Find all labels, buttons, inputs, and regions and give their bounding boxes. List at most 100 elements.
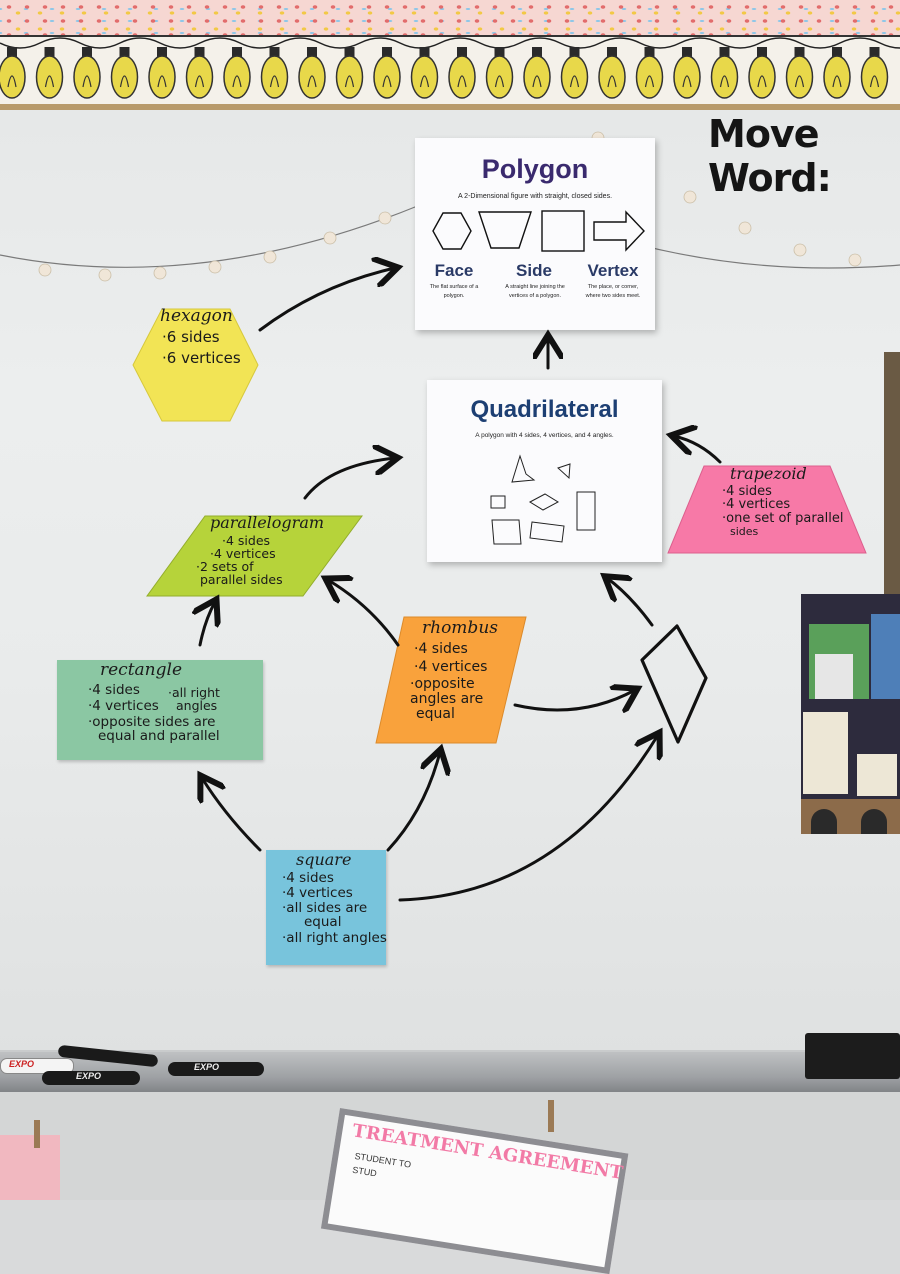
quadrilateral-title: Quadrilateral (470, 396, 619, 423)
move-word-heading: Move Word: (708, 112, 832, 200)
rhombus-title: rhombus (422, 618, 498, 638)
rectangle-line: ·4 sides (88, 681, 140, 698)
marker[interactable]: EXPO (0, 1058, 74, 1074)
rhombus-line: angles are (410, 690, 484, 707)
hand-drawn-arrows (0, 0, 722, 902)
arrow-trapezoid-to-quad (674, 436, 722, 464)
light-bulb-icon (298, 47, 326, 99)
rhombus-line: ·4 sides (414, 640, 468, 657)
light-bulb-icon (35, 47, 64, 99)
eraser[interactable] (805, 1033, 900, 1079)
light-bulb-icons (0, 37, 900, 99)
square-line: ·4 vertices (282, 884, 353, 901)
light-bulb-icon (373, 47, 401, 99)
term-vertex-word: Vertex (587, 261, 639, 280)
marker[interactable]: EXPO (42, 1071, 140, 1085)
light-bulb-icon (335, 47, 364, 99)
pom-pom-garland (0, 131, 900, 282)
light-bulb-icon (73, 47, 101, 99)
arrow-kite-to-quad (607, 578, 654, 627)
rhombus-card-text: rhombus ·4 sides ·4 vertices ·opposite a… (410, 618, 498, 722)
light-bulb-icon (523, 47, 551, 99)
term-face-desc: The flat surface of a polygon. (429, 284, 479, 299)
rectangle-card (57, 660, 263, 760)
parallelogram-line: ·2 sets of (196, 559, 254, 575)
arrow-square-to-rectangle (202, 778, 262, 852)
hexagon-title: hexagon (160, 306, 233, 326)
arrow-rectangle-to-parallelogram (200, 602, 215, 647)
parallelogram-card (146, 515, 363, 597)
square-line: equal (304, 914, 342, 931)
parallelogram-line: ·4 sides (222, 532, 271, 548)
trapezoid-line: sides (730, 524, 759, 538)
light-bulb-icon (710, 47, 739, 99)
trapezoid-line: ·4 sides (722, 483, 772, 499)
light-bulb-icon (185, 47, 214, 99)
light-bulb-icon (860, 47, 889, 99)
square-line: ·4 sides (282, 869, 334, 886)
light-bulb-icon (110, 47, 139, 99)
marker[interactable]: EXPO (168, 1062, 264, 1076)
trapezoid-line: ·one set of parallel (722, 511, 844, 527)
light-bulb-border (0, 35, 900, 109)
clothespin (548, 1100, 554, 1132)
marker-label: EXPO (194, 1062, 220, 1072)
term-vertex-desc: The place, or corner, where two sides me… (585, 284, 641, 299)
polygon-poster: Polygon A 2-Dimensional figure with stra… (415, 138, 655, 330)
rectangle-card-text: rectangle ·4 sides ·4 vertices ·opposite… (88, 660, 220, 745)
rhombus-line: equal (416, 705, 455, 722)
arrow-hexagon-to-polygon (258, 268, 395, 332)
trapezoid-card (667, 465, 867, 554)
parallelogram-line: ·4 vertices (210, 545, 276, 561)
arrow-square-to-kite (398, 735, 658, 902)
term-face-word: Face (434, 261, 474, 280)
light-bulb-icon (148, 47, 176, 99)
rectangle-extra-line: angles (176, 698, 218, 714)
light-bulb-icon (410, 47, 439, 99)
rectangle-extra-line: ·all right (168, 685, 220, 700)
arrow-rhombus-to-kite (513, 690, 635, 710)
quadrilateral-shapes-icon (490, 454, 596, 545)
parallelogram-card-text: parallelogram ·4 sides ·4 vertices ·2 se… (190, 513, 325, 588)
parallelogram-line: parallel sides (200, 572, 283, 588)
rhombus-card (375, 616, 527, 744)
rectangle-title: rectangle (100, 660, 183, 680)
light-bulb-icon (448, 47, 476, 99)
term-side-word: Side (516, 261, 552, 280)
trapezoid-line: ·4 vertices (722, 497, 791, 513)
light-bulb-icon (785, 47, 814, 99)
student-artwork-top (884, 352, 900, 602)
kite-drawing (640, 624, 708, 744)
rectangle-line: equal and parallel (98, 728, 220, 745)
light-bulb-icon (673, 47, 701, 99)
light-bulb-icon (485, 47, 514, 99)
polygon-shapes-icon (432, 210, 645, 252)
trapezoid-title: trapezoid (730, 464, 807, 483)
light-bulb-icon (598, 47, 626, 99)
square-card-text: square ·4 sides ·4 vertices ·all sides a… (282, 850, 387, 947)
arrow-parallelogram-to-quad (303, 458, 395, 500)
rectangle-extra-text: ·all right angles (168, 686, 220, 712)
hexagon-line: ·6 sides (162, 327, 220, 346)
term-side-desc: A straight line joining the vertices of … (505, 284, 565, 299)
square-title: square (296, 850, 352, 869)
hexagon-card-text: hexagon ·6 sides ·6 vertices (148, 306, 241, 366)
light-bulb-icon (260, 47, 289, 99)
hexagon-card (132, 308, 259, 422)
arrow-square-to-rhombus (386, 752, 440, 852)
square-line: ·all sides are (282, 900, 368, 917)
rectangle-line: ·4 vertices (88, 698, 159, 715)
parallelogram-title: parallelogram (210, 513, 325, 532)
marker-label: EXPO (76, 1071, 102, 1081)
poster-line: STUD (351, 1164, 378, 1179)
rectangle-line: ·opposite sides are (88, 714, 216, 731)
polygon-title: Polygon (481, 154, 589, 184)
light-bulb-icon (223, 47, 251, 99)
light-bulb-icon (823, 47, 851, 99)
quadrilateral-poster: Quadrilateral A polygon with 4 sides, 4 … (427, 380, 662, 562)
square-line: ·all right angles (282, 930, 387, 947)
clothespin (34, 1120, 40, 1148)
student-artwork-houses (801, 594, 900, 834)
pink-paper-corner (0, 1135, 60, 1200)
light-bulb-icon (0, 47, 26, 99)
